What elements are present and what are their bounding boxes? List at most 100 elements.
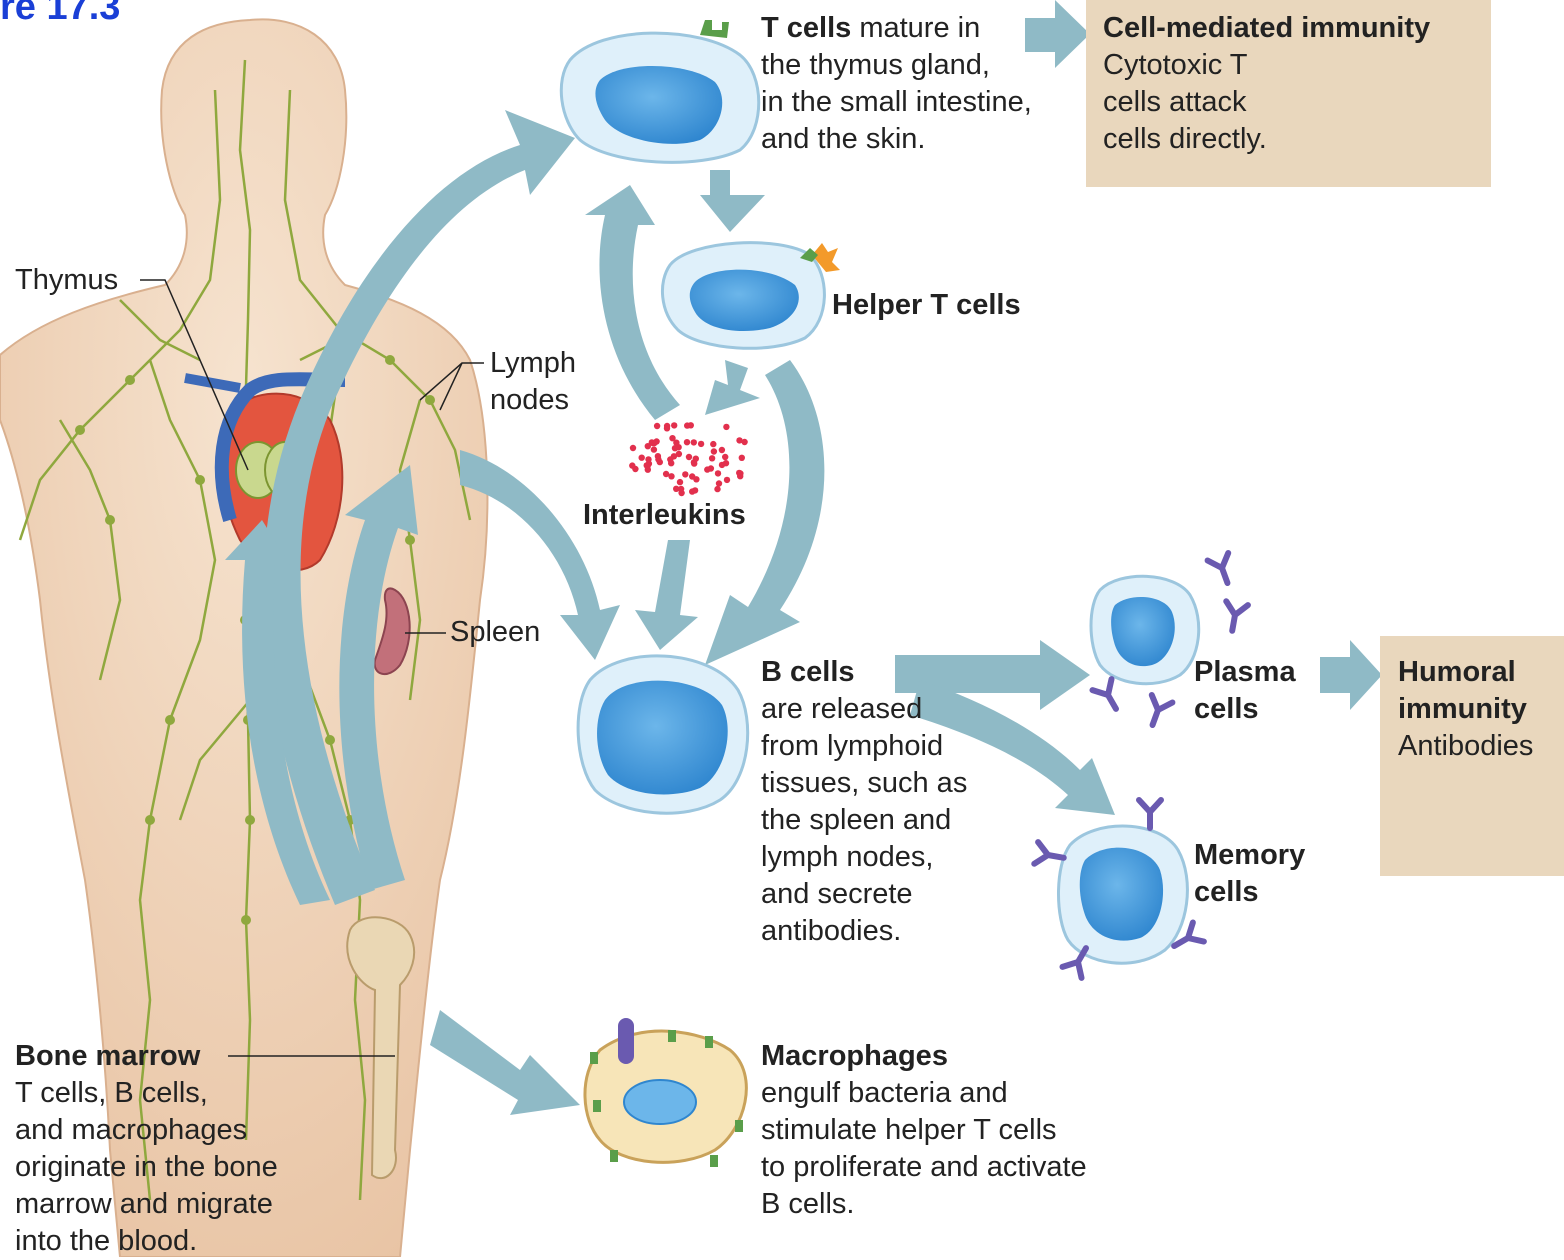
macrophages-line: to proliferate and activate <box>761 1149 1087 1186</box>
macrophages-line: B cells. <box>761 1186 1087 1223</box>
interleukin-dot <box>671 422 677 428</box>
interleukin-dot <box>654 423 660 429</box>
cell-mediated-title: Cell-mediated immunity <box>1103 10 1430 47</box>
cell-mediated-line: cells attack <box>1103 84 1430 121</box>
cell-mediated-text: Cell-mediated immunity Cytotoxic T cells… <box>1103 10 1430 158</box>
b-cells-line: tissues, such as <box>761 765 967 802</box>
interleukins-label: Interleukins <box>583 497 746 534</box>
interleukin-dot <box>689 473 695 479</box>
bone-marrow-line: originate in the bone <box>15 1149 278 1186</box>
interleukin-dot <box>736 437 742 443</box>
t-cells-line: the thymus gland, <box>761 47 1032 84</box>
arrow-interleukin-to-bcell <box>635 540 698 650</box>
macrophages-line: stimulate helper T cells <box>761 1112 1087 1149</box>
interleukin-dot <box>669 435 675 441</box>
arrow-tcell-to-cellmediated <box>1025 0 1090 68</box>
lymph-nodes-label: Lymph nodes <box>490 345 576 419</box>
arrow-marrow-to-macrophage <box>430 1010 580 1115</box>
lymph-nodes-line: nodes <box>490 382 576 419</box>
plasma-cells-line: cells <box>1194 691 1296 728</box>
interleukin-dot <box>664 423 670 429</box>
t-cells-line: and the skin. <box>761 121 1032 158</box>
interleukin-dot <box>651 446 657 452</box>
antibody-icon <box>1092 679 1125 714</box>
memory-cells-line: cells <box>1194 874 1305 911</box>
interleukin-dot <box>645 456 651 462</box>
macrophages-title: Macrophages <box>761 1038 1087 1075</box>
interleukin-dot <box>668 460 674 466</box>
interleukin-dot <box>711 448 717 454</box>
antibody-icon <box>1142 695 1172 729</box>
interleukin-dot <box>668 473 674 479</box>
t-cells-text: T cells mature in the thymus gland, in t… <box>761 10 1032 158</box>
antibody-icon <box>1221 601 1248 632</box>
interleukin-dots <box>629 422 748 496</box>
b-cells-line: from lymphoid <box>761 728 967 765</box>
arrow-helper-to-interleukin <box>705 360 760 415</box>
bone-marrow-line: marrow and migrate <box>15 1186 278 1223</box>
humoral-title-line: Humoral <box>1398 654 1533 691</box>
bone-marrow-text: Bone marrow T cells, B cells, and macrop… <box>15 1038 278 1260</box>
interleukin-dot <box>710 441 716 447</box>
t-cell <box>561 20 758 162</box>
interleukin-dot <box>629 462 635 468</box>
interleukin-dot <box>719 462 725 468</box>
interleukin-dot <box>719 447 725 453</box>
helper-t-cell <box>662 243 840 349</box>
interleukin-dot <box>739 455 745 461</box>
humoral-title-line: immunity <box>1398 691 1533 728</box>
arrow-tcell-to-helper <box>700 170 765 232</box>
plasma-cells-label: Plasma cells <box>1194 654 1296 728</box>
interleukin-dot <box>709 455 715 461</box>
b-cells-line: antibodies. <box>761 913 967 950</box>
interleukin-dot <box>716 480 722 486</box>
plasma-cell <box>1091 576 1199 683</box>
interleukin-dot <box>630 445 636 451</box>
arrow-plasma-to-humoral <box>1320 640 1382 710</box>
interleukin-dot <box>698 441 704 447</box>
t-cells-first-line: T cells mature in <box>761 10 1032 47</box>
interleukin-dot <box>678 490 684 496</box>
b-cells-title: B cells <box>761 654 967 691</box>
bone-marrow-line: into the blood. <box>15 1223 278 1260</box>
memory-cells-line: Memory <box>1194 837 1305 874</box>
interleukin-dot <box>639 455 645 461</box>
bone-marrow-title: Bone marrow <box>15 1038 278 1075</box>
interleukin-dot <box>677 479 683 485</box>
t-cells-title: T cells <box>761 12 851 44</box>
plasma-cells-line: Plasma <box>1194 654 1296 691</box>
interleukin-dot <box>723 424 729 430</box>
helper-t-title: Helper T cells <box>832 289 1021 321</box>
interleukin-dot <box>724 477 730 483</box>
interleukin-dot <box>693 456 699 462</box>
interleukin-dot <box>737 473 743 479</box>
interleukin-dot <box>684 439 690 445</box>
humoral-subtitle: Antibodies <box>1398 728 1533 765</box>
antibody-icon <box>1139 800 1161 828</box>
interleukin-dot <box>684 422 690 428</box>
b-cells-line: lymph nodes, <box>761 839 967 876</box>
interleukin-dot <box>671 453 677 459</box>
macrophages-text: Macrophages engulf bacteria and stimulat… <box>761 1038 1087 1223</box>
interleukin-dot <box>714 486 720 492</box>
interleukin-dot <box>686 454 692 460</box>
spleen-label: Spleen <box>450 614 540 651</box>
interleukin-dot <box>649 439 655 445</box>
figure-title: re 17.3 <box>0 0 120 29</box>
memory-cells-label: Memory cells <box>1194 837 1305 911</box>
b-cells-line: are released <box>761 691 967 728</box>
interleukin-dot <box>655 456 661 462</box>
thymus-label: Thymus <box>15 262 118 299</box>
b-cell <box>578 656 748 813</box>
interleukin-dot <box>672 445 678 451</box>
cell-mediated-line: cells directly. <box>1103 121 1430 158</box>
macrophage <box>585 1018 746 1167</box>
bone-marrow-line: and macrophages <box>15 1112 278 1149</box>
lymph-nodes-line: Lymph <box>490 345 576 382</box>
antibody-icon <box>1208 553 1238 587</box>
t-cells-line: in the small intestine, <box>761 84 1032 121</box>
interleukin-dot <box>691 439 697 445</box>
interleukin-dot <box>682 471 688 477</box>
interleukin-dot <box>692 487 698 493</box>
b-cells-line: and secrete <box>761 876 967 913</box>
